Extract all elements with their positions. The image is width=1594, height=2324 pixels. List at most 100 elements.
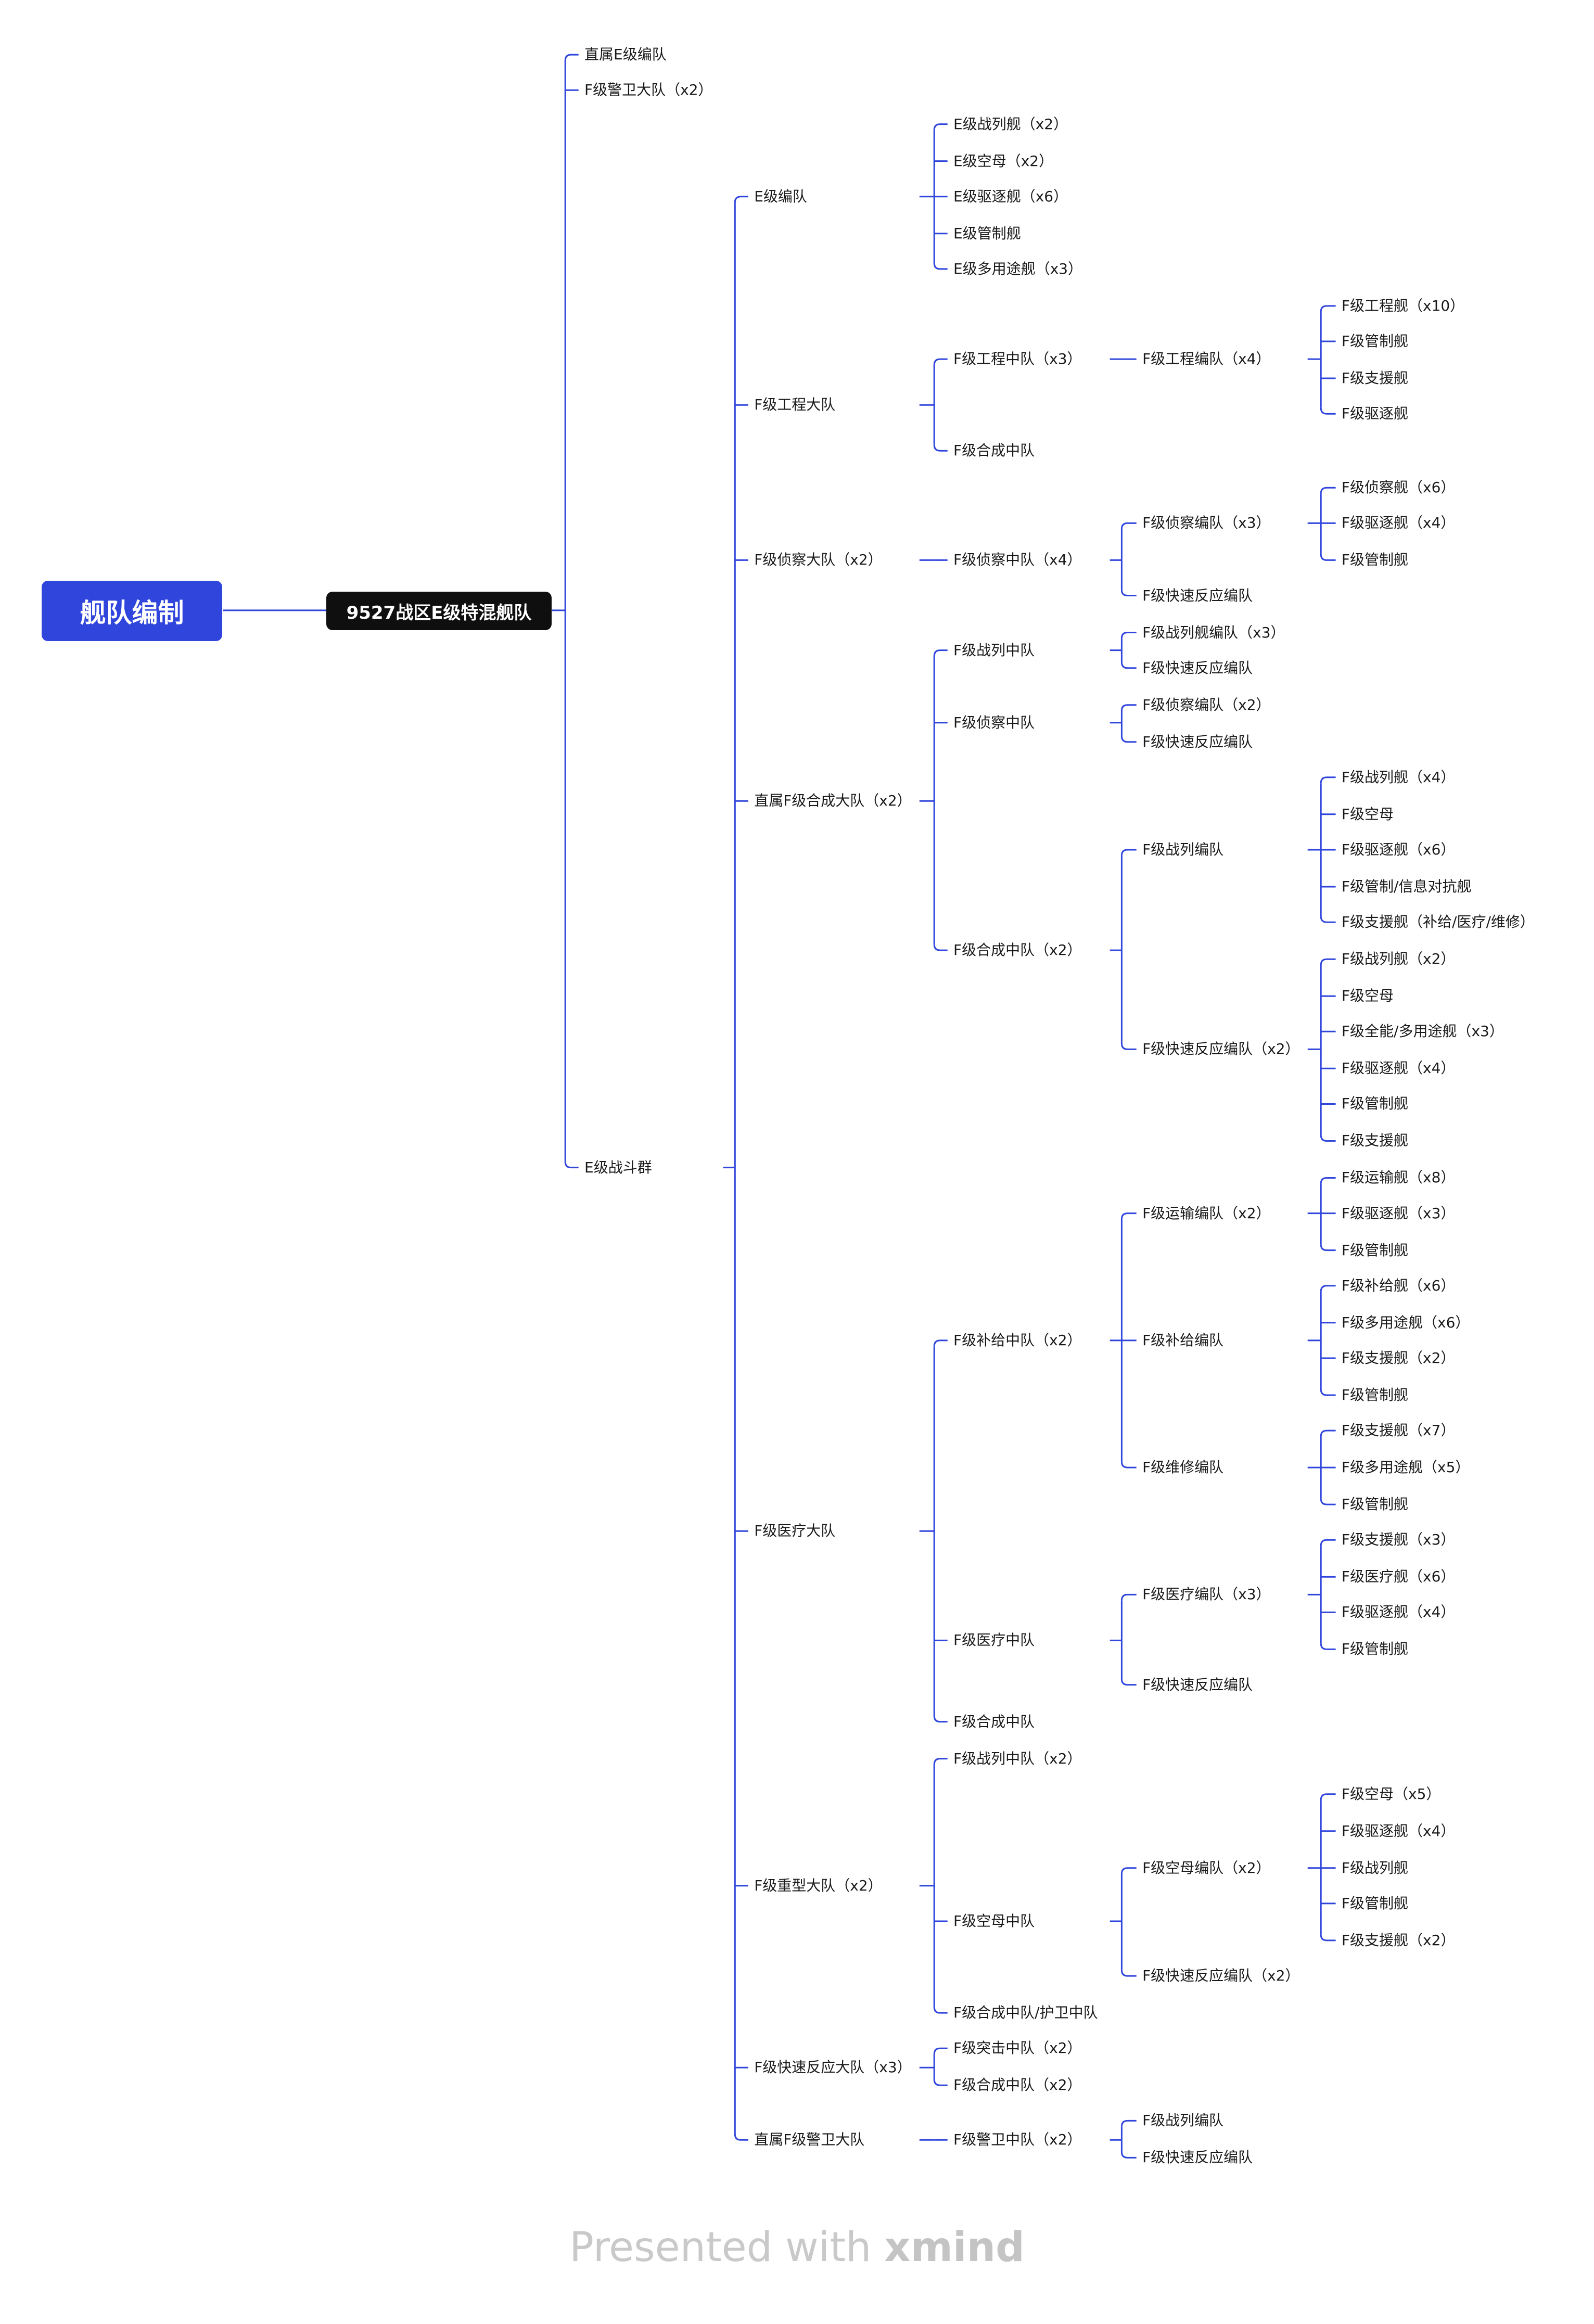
topic-f-ship[interactable]: F级驱逐舰（x3） xyxy=(1341,1204,1456,1222)
topic-f-battleship-formation[interactable]: F级战列编队 xyxy=(1142,2112,1224,2129)
main-topic[interactable]: 9527战区E级特混舰队 xyxy=(326,592,552,630)
topic-f-ship[interactable]: F级驱逐舰（x4） xyxy=(1341,1822,1456,1840)
footer-prefix: Presented with xyxy=(569,2224,872,2271)
topic-f-combined-squadron[interactable]: F级合成中队 xyxy=(953,442,1035,459)
topic-f-ship[interactable]: F级支援舰（x7） xyxy=(1341,1422,1456,1439)
topic-f-carrier-squadron[interactable]: F级空母中队 xyxy=(953,1912,1035,1930)
topic-f-ship[interactable]: F级支援舰（x3） xyxy=(1341,1531,1456,1549)
topic-f-ship[interactable]: F级驱逐舰（x4） xyxy=(1341,1603,1456,1621)
topic-e-battle-group[interactable]: E级战斗群 xyxy=(584,1158,652,1176)
topic-e-ship[interactable]: E级管制舰 xyxy=(953,224,1021,242)
topic-f-ship[interactable]: F级管制舰 xyxy=(1341,1894,1409,1912)
topic-f-engineering-squadron[interactable]: F级工程中队（x3） xyxy=(953,350,1082,368)
topic-f-rapid-group[interactable]: F级快速反应大队（x3） xyxy=(754,2059,912,2076)
topic-f-ship[interactable]: F级驱逐舰（x6） xyxy=(1341,841,1456,858)
topic-direct-f-combined-group[interactable]: 直属F级合成大队（x2） xyxy=(754,792,912,810)
topic-f-ship[interactable]: F级管制舰 xyxy=(1341,1640,1409,1658)
connector-branch xyxy=(1320,1244,1336,1252)
connector-branch xyxy=(1320,1539,1336,1546)
topic-f-battleship-squadron[interactable]: F级战列中队（x2） xyxy=(953,1750,1082,1767)
topic-f-recon-squadron[interactable]: F级侦察中队（x4） xyxy=(953,551,1082,569)
topic-f-repair-formation[interactable]: F级维修编队 xyxy=(1142,1459,1224,1476)
topic-f-ship[interactable]: F级驱逐舰（x4） xyxy=(1341,514,1456,532)
topic-f-engineering-group[interactable]: F级工程大队 xyxy=(754,396,836,414)
topic-f-ship[interactable]: F级侦察舰（x6） xyxy=(1341,479,1456,496)
topic-f-ship[interactable]: F级支援舰 xyxy=(1341,1132,1409,1150)
topic-f-battleship-formation[interactable]: F级战列舰编队（x3） xyxy=(1142,623,1285,641)
topic-f-battleship-squadron[interactable]: F级战列中队 xyxy=(953,641,1035,659)
topic-f-rapid-formation[interactable]: F级快速反应编队 xyxy=(1142,2149,1253,2166)
connector-branch xyxy=(933,263,948,270)
connector-branch xyxy=(933,123,948,130)
topic-f-recon-formation[interactable]: F级侦察编队（x2） xyxy=(1142,696,1271,713)
topic-f-ship[interactable]: F级驱逐舰 xyxy=(1341,405,1409,423)
topic-f-escort-squadron[interactable]: F级合成中队/护卫中队 xyxy=(953,2004,1098,2022)
topic-f-rapid-formation[interactable]: F级快速反应编队 xyxy=(1142,586,1253,604)
connector-branch xyxy=(1120,1212,1137,1220)
topic-e-ship[interactable]: E级战列舰（x2） xyxy=(953,115,1068,133)
connector-branch xyxy=(1320,916,1336,923)
topic-f-ship[interactable]: F级多用途舰（x6） xyxy=(1341,1313,1470,1331)
topic-f-ship[interactable]: F级管制舰 xyxy=(1341,1496,1409,1513)
topic-f-recon-formation[interactable]: F级侦察编队（x3） xyxy=(1142,514,1271,532)
topic-f-ship[interactable]: F级战列舰 xyxy=(1341,1859,1409,1876)
topic-f-combined-squadron[interactable]: F级合成中队（x2） xyxy=(953,2076,1082,2094)
topic-f-supply-squadron[interactable]: F级补给中队（x2） xyxy=(953,1331,1082,1349)
topic-f-medical-squadron[interactable]: F级医疗中队 xyxy=(953,1631,1035,1649)
topic-f-recon-group[interactable]: F级侦察大队（x2） xyxy=(754,551,883,569)
topic-f-ship[interactable]: F级支援舰（x2） xyxy=(1341,1349,1456,1367)
topic-direct-e-fleet[interactable]: 直属E级编队 xyxy=(584,46,667,63)
topic-f-ship[interactable]: F级空母 xyxy=(1341,805,1394,823)
topic-e-ship[interactable]: E级驱逐舰（x6） xyxy=(953,187,1068,205)
topic-f-carrier-formation[interactable]: F级空母编队（x2） xyxy=(1142,1859,1271,1876)
topic-f-supply-formation[interactable]: F级补给编队 xyxy=(1142,1331,1224,1349)
topic-f-ship[interactable]: F级战列舰（x4） xyxy=(1341,768,1456,786)
topic-f-ship[interactable]: F级支援舰 xyxy=(1341,369,1409,387)
topic-f-heavy-group[interactable]: F级重型大队（x2） xyxy=(754,1876,883,1894)
topic-f-rapid-formation[interactable]: F级快速反应编队（x2） xyxy=(1142,1967,1300,1985)
topic-f-medical-formation[interactable]: F级医疗编队（x3） xyxy=(1142,1586,1271,1603)
topic-f-ship[interactable]: F级空母（x5） xyxy=(1341,1785,1441,1803)
central-topic[interactable]: 舰队编制 xyxy=(42,581,222,641)
topic-f-rapid-formation[interactable]: F级快速反应编队 xyxy=(1142,1676,1253,1693)
topic-f-ship[interactable]: F级多用途舰（x5） xyxy=(1341,1459,1470,1476)
topic-f-ship[interactable]: F级医疗舰（x6） xyxy=(1341,1568,1456,1586)
topic-f-ship[interactable]: F级支援舰（补给/医疗/维修） xyxy=(1341,913,1535,931)
topic-f-engineering-formation[interactable]: F级工程编队（x4） xyxy=(1142,350,1271,368)
connector-branch xyxy=(1320,554,1336,561)
topic-f-guard-squadron[interactable]: F级警卫中队（x2） xyxy=(953,2131,1082,2149)
connector-branch xyxy=(564,54,579,61)
topic-f-guard-group[interactable]: F级警卫大队（x2） xyxy=(584,81,713,99)
topic-f-rapid-formation[interactable]: F级快速反应编队 xyxy=(1142,733,1253,750)
topic-f-ship[interactable]: F级战列舰（x2） xyxy=(1341,950,1456,968)
topic-f-ship[interactable]: F级全能/多用途舰（x3） xyxy=(1341,1023,1504,1040)
topic-f-recon-squadron[interactable]: F级侦察中队 xyxy=(953,713,1035,731)
topic-f-ship[interactable]: F级管制舰 xyxy=(1341,1241,1409,1259)
topic-e-ship[interactable]: E级多用途舰（x3） xyxy=(953,260,1083,277)
topic-f-combined-squadron[interactable]: F级合成中队 xyxy=(953,1713,1035,1730)
topic-f-rapid-formation[interactable]: F级快速反应编队（x2） xyxy=(1142,1040,1300,1058)
topic-f-ship[interactable]: F级驱逐舰（x4） xyxy=(1341,1059,1456,1077)
topic-f-ship[interactable]: F级补给舰（x6） xyxy=(1341,1276,1456,1294)
topic-f-ship[interactable]: F级运输舰（x8） xyxy=(1341,1169,1456,1186)
topic-e-fleet[interactable]: E级编队 xyxy=(754,187,807,205)
topic-f-medical-group[interactable]: F级医疗大队 xyxy=(754,1522,836,1540)
topic-f-ship[interactable]: F级管制/信息对抗舰 xyxy=(1341,878,1472,895)
topic-f-ship[interactable]: F级管制舰 xyxy=(1341,1095,1409,1113)
topic-e-ship[interactable]: E级空母（x2） xyxy=(953,152,1054,170)
topic-f-rapid-formation[interactable]: F级快速反应编队 xyxy=(1142,659,1253,676)
topic-f-battleship-formation[interactable]: F级战列编队 xyxy=(1142,841,1224,858)
connector-branch xyxy=(1120,662,1137,669)
topic-direct-f-guard-group[interactable]: 直属F级警卫大队 xyxy=(754,2131,865,2149)
topic-f-ship[interactable]: F级管制舰 xyxy=(1341,1386,1409,1403)
topic-f-ship[interactable]: F级管制舰 xyxy=(1341,551,1409,569)
topic-f-ship[interactable]: F级空母 xyxy=(1341,987,1394,1005)
topic-f-assault-squadron[interactable]: F级突击中队（x2） xyxy=(953,2039,1082,2057)
topic-f-combined-squadron[interactable]: F级合成中队（x2） xyxy=(953,941,1082,959)
topic-f-ship[interactable]: F级支援舰（x2） xyxy=(1341,1931,1456,1949)
connector-branch xyxy=(1120,1593,1137,1601)
connector-branch xyxy=(933,358,948,365)
topic-f-ship[interactable]: F级管制舰 xyxy=(1341,333,1409,350)
topic-f-ship[interactable]: F级工程舰（x10） xyxy=(1341,297,1465,314)
topic-f-transport-formation[interactable]: F级运输编队（x2） xyxy=(1142,1204,1271,1222)
